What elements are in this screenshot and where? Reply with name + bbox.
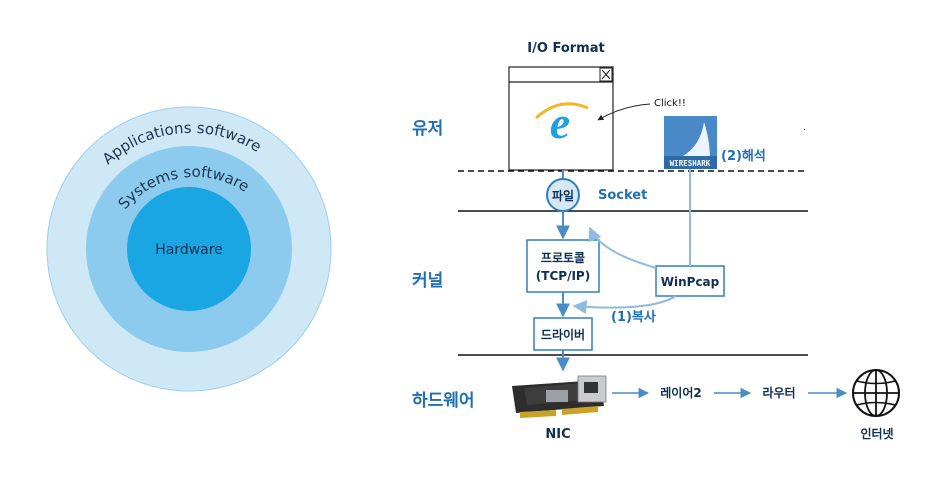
router-label: 라우터	[762, 385, 795, 400]
svg-text:e: e	[550, 97, 570, 148]
analysis-label: (2)해석	[721, 148, 766, 164]
stray-dot: .	[803, 122, 806, 133]
winpcap-label: WinPcap	[661, 275, 720, 289]
file-node[interactable]: 파일	[546, 178, 580, 212]
copy-arrow	[572, 295, 677, 314]
software-layers-rings: Applications software Systems software H…	[46, 106, 332, 392]
copy-label: (1)복사	[611, 309, 656, 325]
layer-label-user: 유저	[412, 119, 443, 139]
layer-label-hardware: 하드웨어	[412, 391, 475, 411]
protocol-box[interactable]: 프로토콜 (TCP/IP)	[526, 239, 600, 293]
internet-label: 인터넷	[860, 426, 893, 441]
layer2-label: 레이어2	[660, 385, 701, 400]
close-icon[interactable]	[599, 67, 613, 82]
internet-explorer-icon[interactable]: e	[534, 97, 589, 148]
globe-icon	[852, 369, 900, 417]
click-label: Click!!	[654, 98, 686, 109]
driver-box[interactable]: 드라이버	[533, 317, 593, 351]
io-format-title: I/O Format	[527, 41, 604, 56]
socket-label: Socket	[598, 188, 647, 203]
protocol-label: 프로토콜	[541, 250, 585, 265]
wireshark-logo-text: WIRESHARK	[670, 159, 711, 168]
driver-label: 드라이버	[541, 327, 585, 342]
nic-card-image	[512, 375, 607, 418]
click-arrow	[597, 103, 651, 121]
file-label: 파일	[552, 188, 574, 203]
nic-label: NIC	[545, 427, 570, 442]
layer-label-kernel: 커널	[412, 271, 443, 291]
hardware-core	[127, 187, 251, 311]
browser-window[interactable]: e	[508, 66, 614, 171]
wireshark-logo[interactable]: WIRESHARK	[664, 116, 717, 169]
winpcap-box[interactable]: WinPcap	[655, 265, 725, 297]
protocol-sub-label: (TCP/IP)	[536, 269, 590, 283]
winpcap-to-file-arrow	[588, 226, 657, 269]
hardware-label: Hardware	[155, 242, 223, 258]
